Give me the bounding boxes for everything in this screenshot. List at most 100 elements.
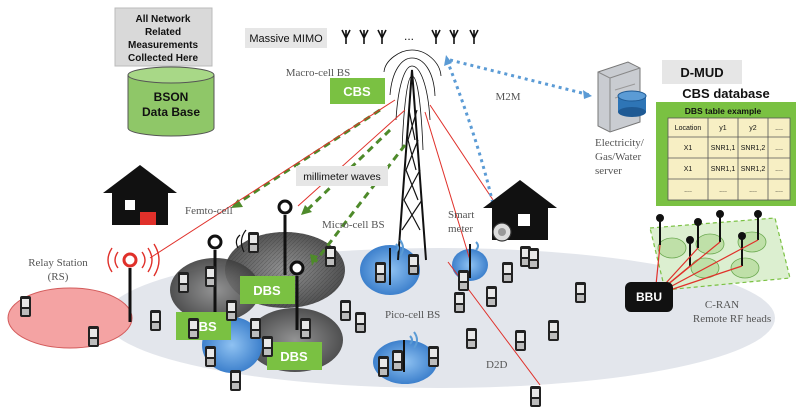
dbs-table-header-cell: y1 (719, 125, 727, 132)
dbs-table-header-cell: Location (675, 125, 702, 132)
bson-note-line-1: All Network (135, 14, 190, 25)
mobile-phone-icon (378, 356, 389, 377)
mobile-phone-icon (262, 336, 273, 357)
bson-note-line-2: Related (145, 27, 181, 38)
mobile-phone-icon (205, 346, 216, 367)
femto-house (103, 165, 177, 225)
bson-note-line-4: Collected Here (128, 53, 198, 64)
mimo-dots: ... (404, 29, 414, 43)
dbs-table-cell: SNR1,1 (711, 166, 736, 173)
dbs-box-2 (176, 312, 231, 340)
dmud-label: D-MUD (680, 65, 723, 80)
bson-database-cylinder (127, 66, 215, 137)
cbs-box (330, 78, 385, 104)
dbs-table-cell: SNR1,2 (741, 166, 766, 173)
m2m-label: M2M (495, 91, 520, 103)
bson-note-line-3: Measurements (128, 40, 198, 51)
server-icon (597, 61, 647, 133)
smart-meter-label-line-2: meter (448, 223, 473, 235)
dbs-table-header-cell: y2 (749, 125, 757, 132)
mobile-phone-icon (226, 300, 237, 321)
relay-coverage-disc (7, 287, 133, 349)
cran-label-line-1: C-RAN (705, 299, 739, 311)
mobile-phone-icon (325, 246, 336, 267)
user-devices (20, 232, 586, 407)
mobile-phone-icon (466, 328, 477, 349)
mobile-phone-icon (248, 232, 259, 253)
dbs-box-3 (267, 342, 322, 370)
mobile-phone-icon (205, 266, 216, 287)
relay-label-line-1: Relay Station (28, 257, 88, 269)
bson-db-line-1: BSON (154, 90, 189, 104)
pico-label: Pico-cell BS (385, 309, 440, 321)
mobile-phone-icon (515, 330, 526, 351)
dbs-table-cell: .... (775, 187, 783, 194)
mobile-phone-icon (392, 350, 403, 371)
smart-meter-label-line-1: Smart (448, 209, 474, 221)
dbs-box-1 (240, 276, 295, 304)
relay-station (107, 243, 160, 322)
mmwave-label-box (296, 166, 388, 186)
mimo-label: Massive MIMO (249, 33, 323, 45)
server-label-line-2: Gas/Water (595, 151, 641, 163)
femto-label: Femto-cell (185, 205, 233, 217)
cbs-label: CBS (343, 84, 371, 99)
dbs-table-cell: SNR1,1 (711, 145, 736, 152)
mobile-phone-icon (486, 286, 497, 307)
dbs-label-1: DBS (253, 283, 281, 298)
mmwave-label: millimeter waves (303, 171, 381, 183)
server-label-line-1: Electricity/ (595, 137, 645, 149)
dbs-table-cell: .... (749, 187, 757, 194)
dbs-table-cell: X1 (684, 166, 693, 173)
mobile-phone-icon (355, 312, 366, 333)
micro-label: Micro-cell BS (322, 219, 385, 231)
macro-tower (383, 49, 442, 261)
mobile-phone-icon (375, 262, 386, 283)
cran-antennas (656, 210, 762, 266)
mobile-phone-icon (340, 300, 351, 321)
mobile-phone-icon (188, 318, 199, 339)
mobile-phone-icon (300, 318, 311, 339)
bbu-label: BBU (636, 290, 662, 304)
dbs-table-cell: X1 (684, 145, 693, 152)
mobile-phone-icon (528, 248, 539, 269)
macro-label: Macro-cell BS (286, 67, 350, 79)
mobile-phone-icon (408, 254, 419, 275)
bbu-box (625, 282, 673, 312)
mobile-phone-icon (178, 272, 189, 293)
micro-cell-masts (207, 199, 305, 330)
pico-cell-masts (389, 239, 479, 372)
dbs-table-cell: .... (719, 187, 727, 194)
mobile-phone-icon (150, 310, 161, 331)
mobile-phone-icon (428, 346, 439, 367)
mobile-phone-icon (230, 370, 241, 391)
relay-label-line-2: (RS) (48, 271, 69, 283)
mobile-phone-icon (575, 282, 586, 303)
d2d-label: D2D (486, 359, 507, 371)
mobile-phone-icon (250, 318, 261, 339)
mimo-antenna-array (341, 29, 479, 44)
dmud-label-box (662, 60, 742, 84)
cran-label-line-2: Remote RF heads (693, 313, 771, 325)
dbs-table-cell: .... (775, 166, 783, 173)
smart-meter-house (483, 180, 557, 242)
bson-note-box (114, 7, 213, 67)
dbs-table-cell: .... (684, 187, 692, 194)
mobile-phone-icon (454, 292, 465, 313)
m2m-arrowheads (444, 55, 592, 99)
dbs-table-header-cell: .... (775, 125, 783, 132)
bson-db-line-2: Data Base (142, 105, 200, 119)
dbs-table-caption: DBS table example (685, 106, 762, 116)
cbs-db-title: CBS database (682, 86, 769, 101)
dbs-table (656, 102, 796, 206)
mobile-phone-icon (20, 296, 31, 317)
mobile-phone-icon (88, 326, 99, 347)
mmwave-arrowheads (231, 199, 318, 266)
dbs-label-3: DBS (280, 349, 308, 364)
server-label-line-3: server (595, 165, 622, 177)
mobile-phone-icon (530, 386, 541, 407)
mobile-phone-icon (458, 270, 469, 291)
mobile-phone-icon (548, 320, 559, 341)
